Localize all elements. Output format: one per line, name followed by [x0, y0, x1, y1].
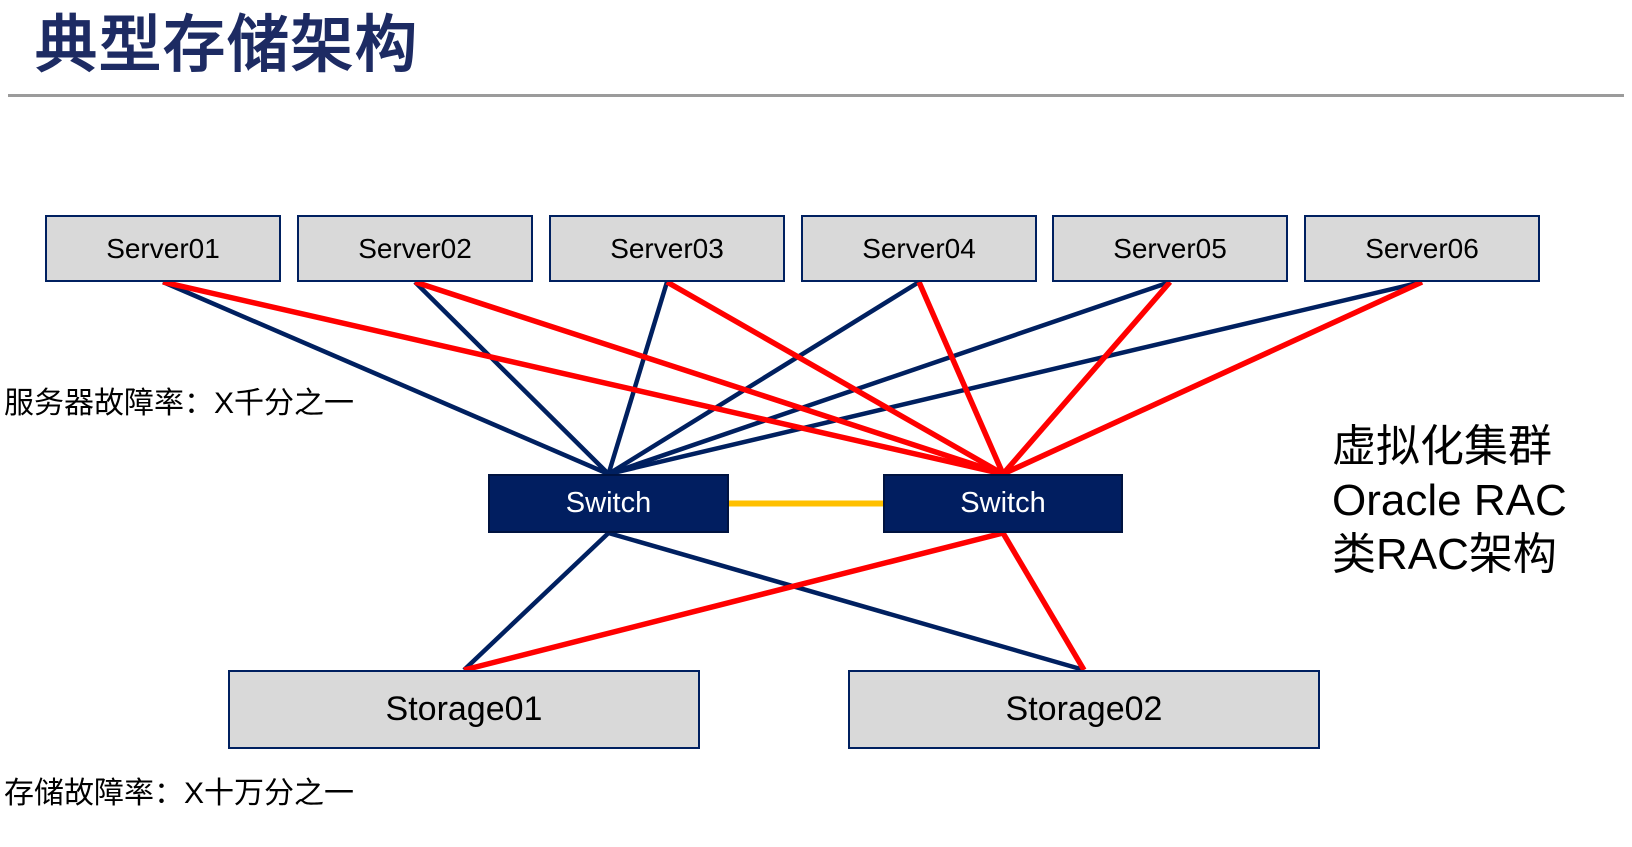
link-server03-switch-a [606, 281, 670, 475]
link-server06-switch-b [1001, 279, 1424, 477]
storage02-node: Storage02 [848, 670, 1320, 749]
server04-label: Server04 [862, 232, 976, 264]
switch-right-node: Switch [883, 474, 1123, 533]
link-server04-switch-a [607, 280, 921, 476]
link-server02-switch-a [413, 280, 611, 476]
server03-label: Server03 [610, 232, 724, 264]
slide-title: 典型存储架构 [35, 11, 420, 80]
server01-node: Server01 [45, 215, 281, 282]
server-failure-rate-label: 服务器故障率：X千分之一 [4, 387, 355, 420]
storage01-label: Storage01 [385, 690, 543, 728]
cluster-annotation-line1: 虚拟化集群 [1332, 422, 1552, 471]
cluster-annotation-line2: Oracle RAC [1332, 476, 1567, 525]
server06-label: Server06 [1365, 232, 1479, 264]
storage01-node: Storage01 [228, 670, 700, 749]
link-switch-a-storage02 [607, 530, 1085, 673]
link-switch-b-storage01 [463, 530, 1004, 673]
server01-label: Server01 [106, 232, 220, 264]
server05-node: Server05 [1052, 215, 1288, 282]
title-divider [8, 94, 1624, 97]
server03-node: Server03 [549, 215, 785, 282]
link-server05-switch-b [1000, 280, 1173, 476]
link-server01-switch-a [162, 279, 610, 477]
server02-node: Server02 [297, 215, 533, 282]
switch-right-label: Switch [960, 487, 1046, 519]
link-switch-a-storage01 [462, 531, 611, 672]
link-server05-switch-a [607, 279, 1171, 477]
link-server04-switch-b [916, 280, 1006, 476]
cluster-annotation-line3: 类RAC架构 [1332, 530, 1557, 579]
cluster-annotation: 虚拟化集群 Oracle RAC 类RAC架构 [1332, 420, 1567, 582]
link-server01-switch-b [162, 279, 1004, 477]
server05-label: Server05 [1113, 232, 1227, 264]
switch-left-node: Switch [488, 474, 729, 533]
server02-label: Server02 [358, 232, 472, 264]
storage02-label: Storage02 [1005, 690, 1163, 728]
link-switch-b-storage02 [1000, 531, 1087, 672]
server04-node: Server04 [801, 215, 1037, 282]
link-server03-switch-b [665, 279, 1005, 477]
link-server02-switch-b [414, 279, 1004, 477]
link-server06-switch-a [607, 279, 1423, 477]
switch-left-label: Switch [565, 487, 652, 519]
storage-failure-rate-label: 存储故障率：X十万分之一 [4, 777, 355, 810]
server06-node: Server06 [1304, 215, 1540, 282]
